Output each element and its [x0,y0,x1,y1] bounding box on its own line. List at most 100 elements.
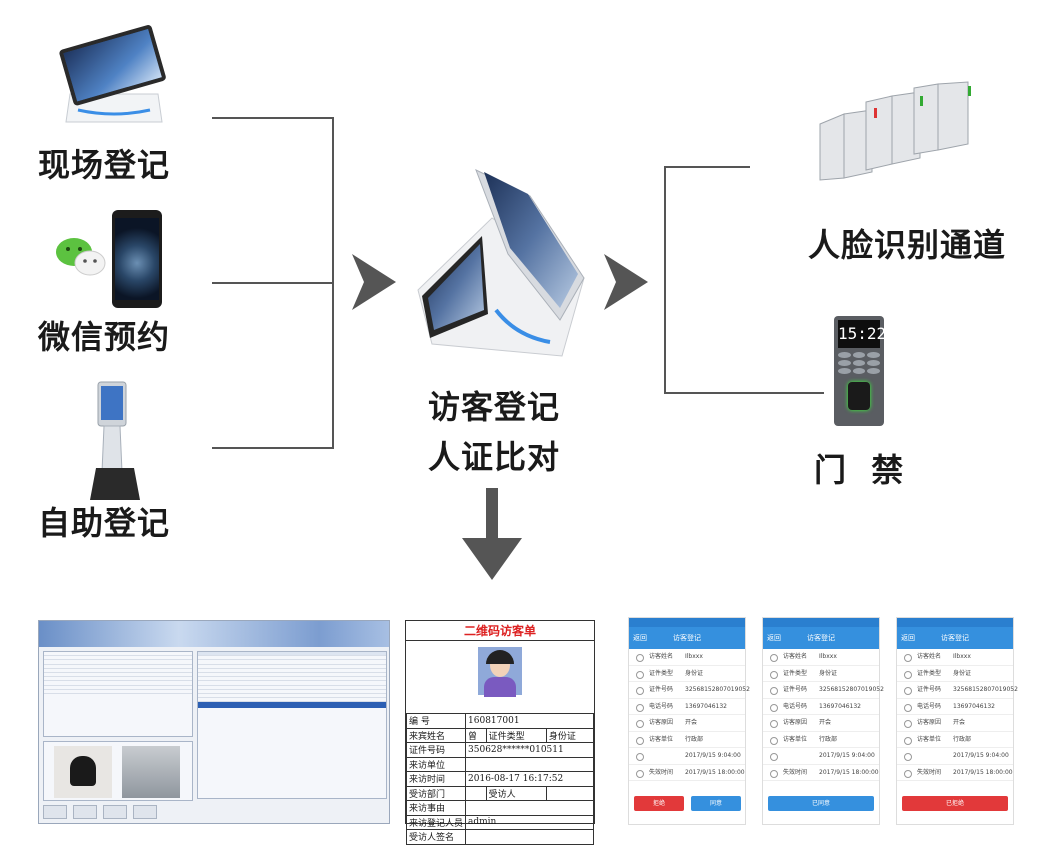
back-link[interactable]: 返回 [901,634,915,642]
access-control-label: 门 禁 [814,451,905,489]
reject-button[interactable]: 拒绝 [634,796,684,811]
form-row: 受访部门 受访人 [405,785,595,801]
field-label: 访客原因 [917,719,942,726]
form-title: 二维码访客单 [406,621,594,641]
field-row: 证件类型身份证 [763,666,879,682]
rejected-button[interactable]: 已拒绝 [902,796,1008,811]
field-label: 电话号码 [783,702,808,710]
turnstile-gate-image [819,80,972,181]
field-row: 失效时间 2017/9/15 18:00:00 [897,765,1013,781]
field-row: 2017/9/15 9:04:00 [897,748,1013,765]
field-row: 证件类型 身份证 [629,666,745,682]
visitor-registration-device-image [412,160,590,360]
field-label: 失效时间 [917,768,942,776]
field-label: 失效时间 [783,768,808,776]
form-label: 来宾姓名 [405,727,467,743]
field-label: 访客姓名 [649,653,674,660]
field-value: 行政部 [953,735,972,743]
form-label: 编 号 [405,713,467,729]
form-value [465,829,594,845]
form-row: 受访人签名 [405,829,594,845]
management-software-screenshot [38,620,390,824]
form-label: 受访人 [485,785,547,801]
fingerprint-sensor [848,382,870,410]
field-row: 2017/9/15 9:04:00 [763,748,879,765]
field-label: 电话号码 [649,702,674,710]
connector-line [212,117,334,119]
field-value: 2017/9/15 18:00:00 [819,768,879,776]
form-label: 来访单位 [405,756,467,772]
form-label: 来访事由 [405,800,467,816]
camera-capture [122,746,180,798]
form-value: 2016-08-17 16:17:52 [465,771,594,787]
field-value: 13697046132 [953,702,995,710]
form-label: 受访部门 [405,785,467,801]
field-label: 证件类型 [783,669,808,677]
connector-line [212,282,334,284]
field-row: 失效时间 2017/9/15 18:00:00 [763,765,879,781]
connector-line [664,166,666,394]
field-value: 32568152807019052 [819,686,884,693]
form-value [465,756,594,772]
form-label: 证件号码 [405,742,467,758]
visitor-portrait [478,647,522,697]
wechat-icon [54,235,106,277]
field-value: 2017/9/15 18:00:00 [953,768,1013,776]
field-label: 访客单位 [783,735,808,743]
form-value [465,800,594,816]
smartphone-image [112,210,162,308]
form-value: 160817001 [465,713,594,729]
field-label: 证件号码 [649,686,674,693]
back-link[interactable]: 返回 [767,634,781,642]
arrow-right-icon [352,254,396,314]
form-value: 曾 [465,727,487,743]
field-label: 访客单位 [649,735,674,743]
arrow-down-icon [462,488,522,584]
field-value: Ilbxxx [819,653,837,660]
arrow-right-icon [604,254,648,314]
field-row: 访客原因开会 [629,715,745,732]
agree-button[interactable]: 同意 [691,796,741,811]
field-value: 开会 [953,719,966,726]
field-row: 证件类型身份证 [897,666,1013,682]
field-value: 行政部 [819,735,838,743]
form-label: 证件类型 [485,727,547,743]
connector-line [332,117,334,449]
back-link[interactable]: 返回 [633,634,647,642]
agreed-button[interactable]: 已同意 [768,796,874,811]
form-label: 受访人签名 [405,829,467,845]
nav-title: 访客登记 [807,634,835,642]
field-value: 2017/9/15 18:00:00 [685,768,745,776]
form-label: 来访登记人员 [405,814,467,830]
kiosk-image [82,380,148,502]
field-row: 访客原因开会 [763,715,879,732]
field-value: 2017/9/15 9:04:00 [685,752,741,759]
field-value: 身份证 [685,669,704,677]
form-row: 来访事由 [405,800,594,816]
visitor-photo [54,746,112,798]
field-value: Ilbxxx [953,653,971,660]
field-label: 失效时间 [649,768,674,776]
nav-title: 访客登记 [941,634,969,642]
field-row: 访客单位行政部 [629,732,745,748]
field-label: 证件类型 [649,669,674,677]
field-row: 访客单位 行政部 [763,732,879,748]
wechat-booking-label: 微信预约 [38,318,171,356]
connector-line [664,392,824,394]
connector-line [212,447,334,449]
field-label: 访客原因 [783,719,808,726]
